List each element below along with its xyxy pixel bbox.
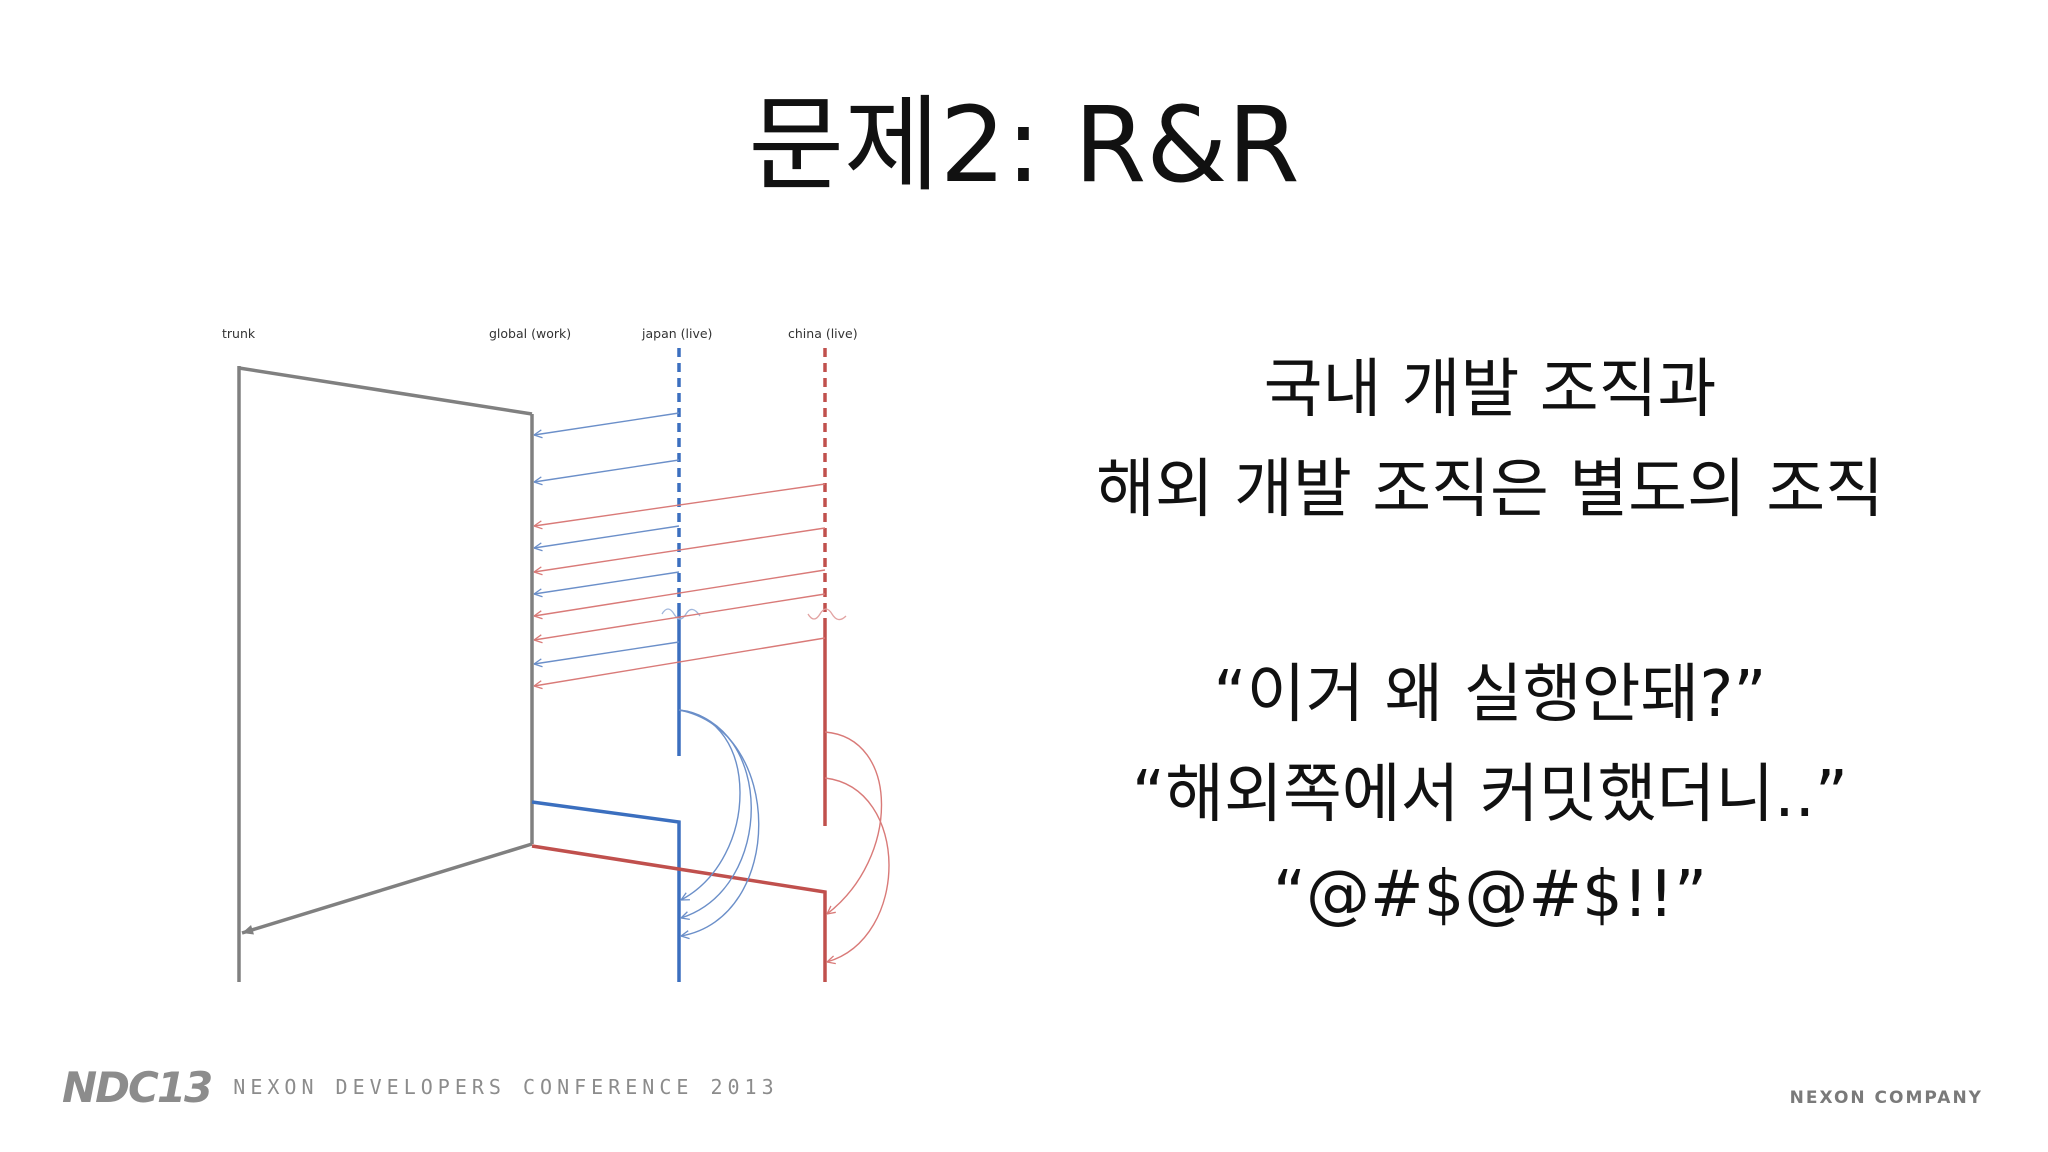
branch-diagram-svg: trunk global (work) japan (live) china (… xyxy=(222,326,890,982)
branch-label-china: china (live) xyxy=(788,326,858,341)
china-squiggle xyxy=(807,608,847,621)
china-merge-arc xyxy=(824,731,883,915)
slide-title: 문제2: R&R xyxy=(748,84,1300,206)
trunk-to-global-line xyxy=(238,366,533,416)
branch-label-japan: japan (live) xyxy=(641,326,712,341)
slide-body-text: 국내 개발 조직과 해외 개발 조직은 별도의 조직 “이거 왜 실행안돼?” … xyxy=(1040,340,1940,945)
quote-line-1: “이거 왜 실행안돼?” xyxy=(1213,658,1767,732)
china-merge-arc xyxy=(824,777,890,965)
quote-line-2: “해외쪽에서 커밋했더니..” xyxy=(1131,758,1849,832)
branch-diagram: trunk global (work) japan (live) china (… xyxy=(200,318,920,998)
japan-to-global-arrow xyxy=(533,412,680,439)
china-to-global-arrow xyxy=(533,593,826,644)
china-to-global-arrow xyxy=(533,527,826,576)
body-line-1: 국내 개발 조직과 xyxy=(1263,353,1717,427)
company-logo-text: NEXON COMPANY xyxy=(1789,1088,1983,1108)
japan-to-global-arrow xyxy=(533,459,680,486)
ndc-logo: NDC13 xyxy=(62,1062,213,1112)
global-to-trunk-merge xyxy=(241,842,533,935)
japan-merge-arc xyxy=(678,709,760,940)
global-to-china-branch xyxy=(531,844,827,982)
china-to-global-arrow xyxy=(533,637,826,690)
body-line-2: 해외 개발 조직은 별도의 조직 xyxy=(1096,453,1884,527)
body-spacer xyxy=(1040,540,1940,645)
quote-line-3: “@#$@#$!!” xyxy=(1272,858,1708,932)
branch-label-global: global (work) xyxy=(489,326,571,341)
global-to-japan-branch xyxy=(531,800,681,982)
japan-to-global-arrow xyxy=(533,641,680,668)
china-to-global-arrow xyxy=(533,483,826,530)
china-to-global-arrow xyxy=(533,569,826,620)
branch-label-trunk: trunk xyxy=(222,326,256,341)
japan-to-global-arrow xyxy=(533,571,680,598)
conference-name: NEXON DEVELOPERS CONFERENCE 2013 xyxy=(233,1075,779,1099)
japan-to-global-arrow xyxy=(533,525,680,552)
japan-squiggle xyxy=(661,608,701,620)
footer-conference-brand: NDC13 NEXON DEVELOPERS CONFERENCE 2013 xyxy=(62,1062,779,1112)
japan-merge-arc xyxy=(678,709,752,921)
